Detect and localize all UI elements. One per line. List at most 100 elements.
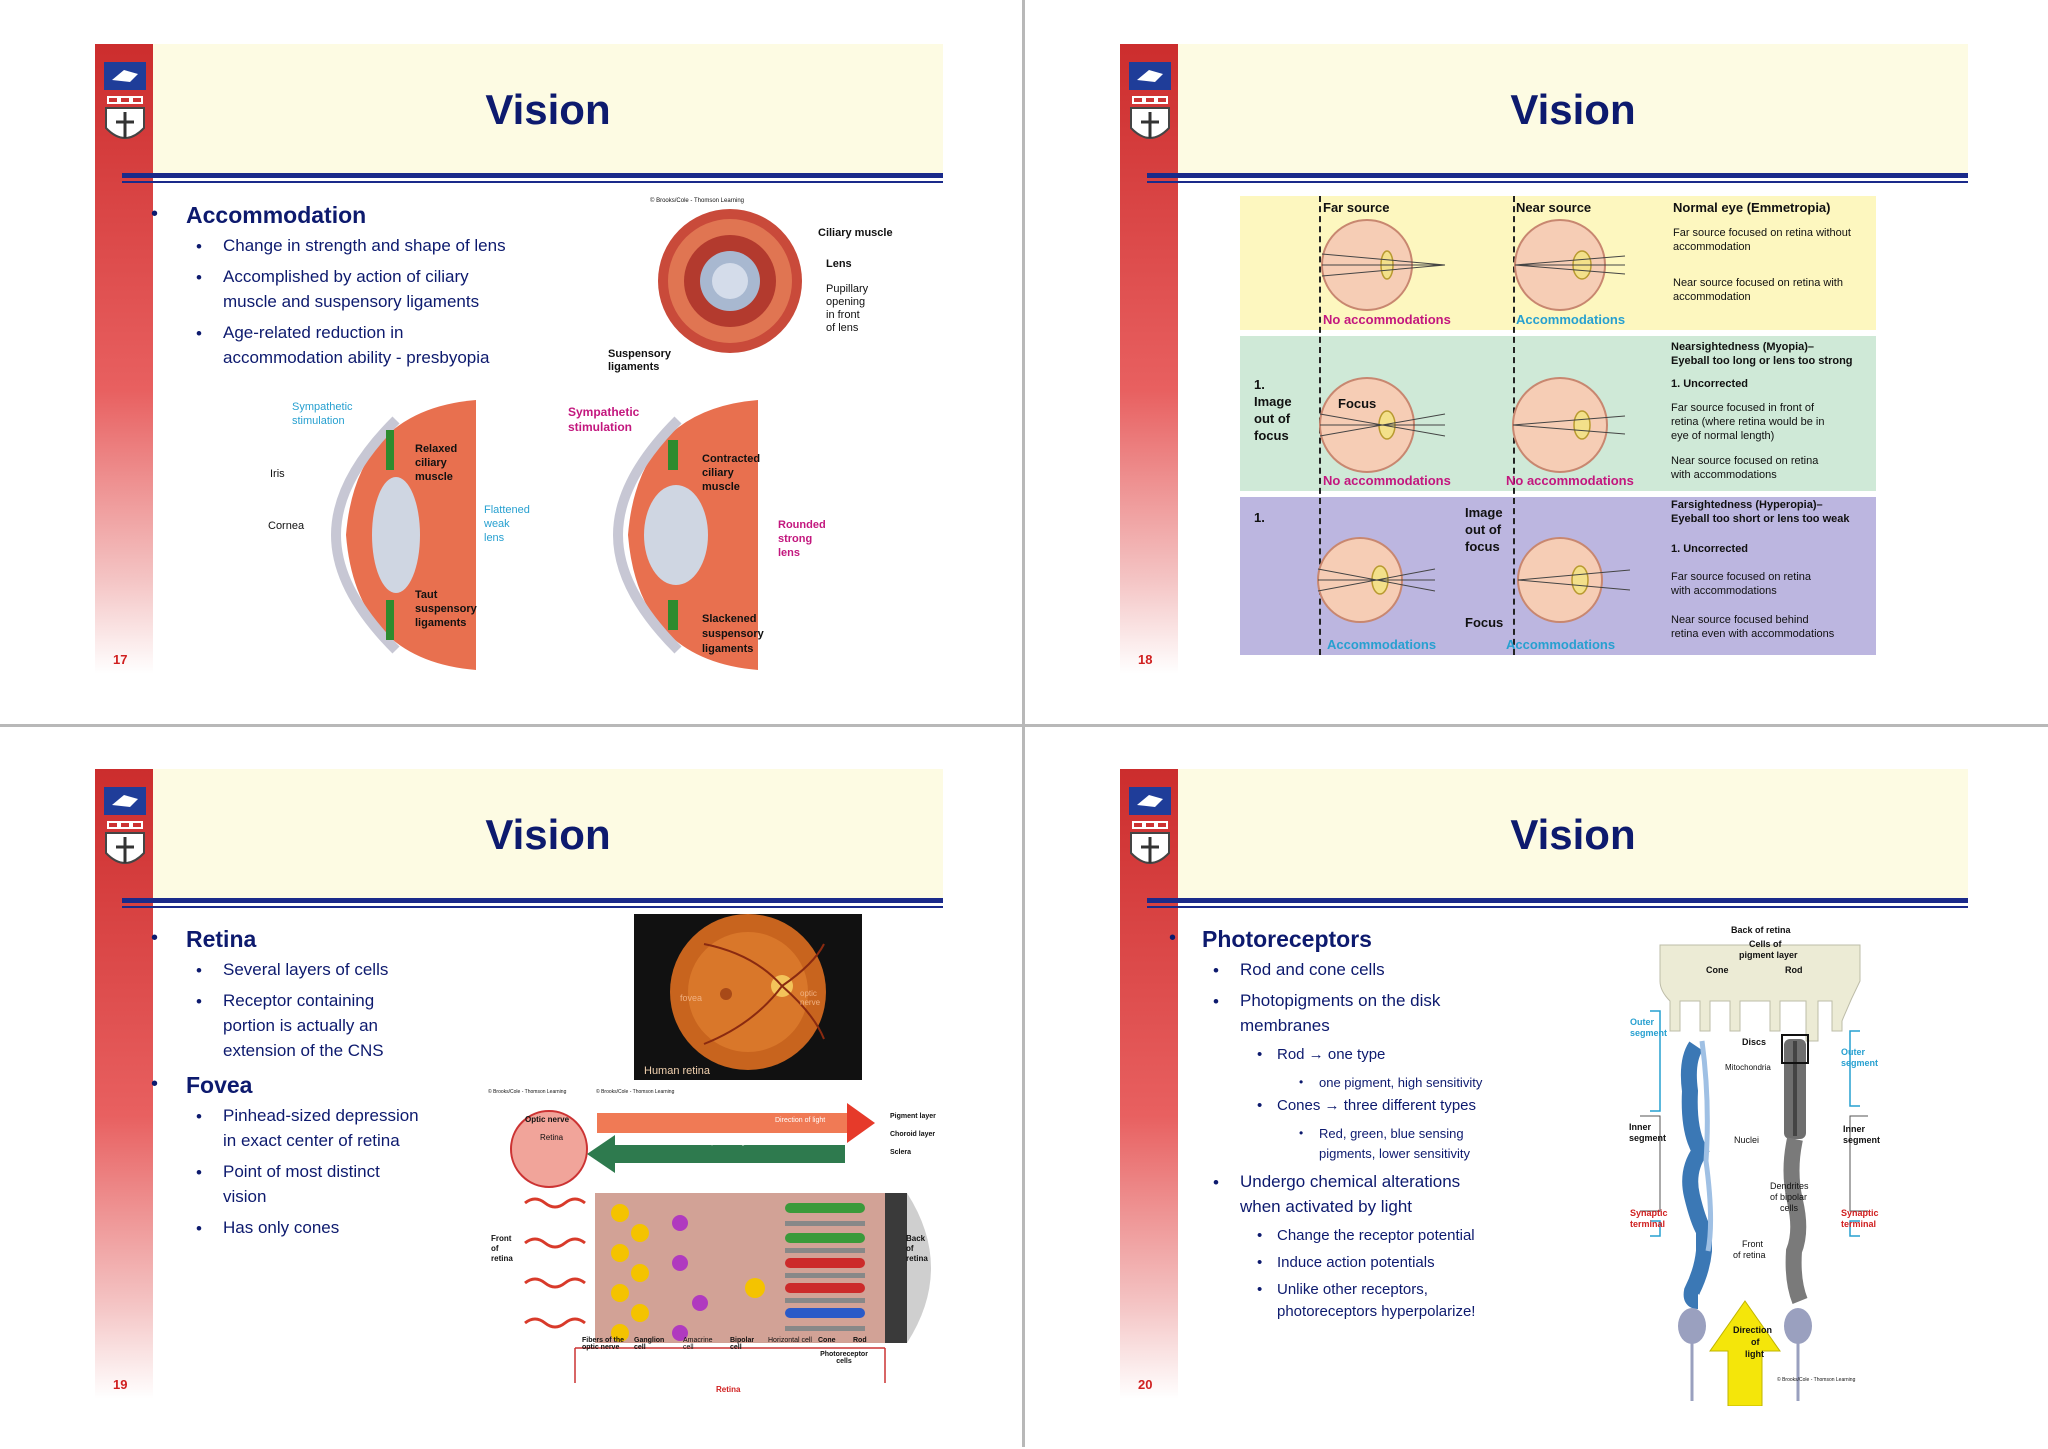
row3-text: Near source focused behind [1671, 614, 1809, 626]
sub-bullet: Rod and cone cells [1240, 960, 1385, 979]
header-rule-thin [122, 181, 943, 183]
university-logo [104, 787, 146, 864]
label-slackened: ligaments [702, 643, 754, 655]
figure-credit: © Brooks/Cole - Thomson Learning [596, 1089, 675, 1095]
university-logo [104, 62, 146, 139]
bullet-dot: • [151, 927, 159, 949]
slide-number: 19 [113, 1377, 128, 1392]
side-bar [1120, 44, 1178, 674]
eye-contracted-diagram [612, 400, 758, 670]
label-optic: optic [800, 989, 817, 998]
label-cell: Cone [818, 1337, 836, 1344]
sub-bullet-cont: portion is actually an [223, 1016, 378, 1035]
label-front-retina: Front [491, 1234, 512, 1243]
slide-19[interactable]: Vision 19 • Retina • Several layers of c… [0, 725, 1022, 1449]
sub-bullet: Has only cones [223, 1218, 340, 1237]
label-lens: Lens [826, 258, 852, 270]
sub-bullet-dot: • [1257, 1097, 1263, 1114]
row3-text: retina even with accommodations [1671, 628, 1835, 640]
slide-20[interactable]: Vision 20 • Photoreceptors • Rod and con… [1025, 725, 2047, 1449]
col-far-source: Far source [1323, 200, 1390, 215]
label-photoreceptor-cells: Photoreceptor cells [820, 1351, 868, 1365]
retina-layers-diagram [510, 1103, 931, 1383]
slide-17[interactable]: Vision 17 • Accommodation • Change in st… [0, 0, 1022, 724]
header-band [1178, 44, 1968, 174]
photoreceptor-diagram [1640, 944, 1868, 1406]
label-direction-of-light: of [1751, 1337, 1760, 1347]
label-pupil: Pupillary [826, 283, 869, 295]
row3-num: 1. [1254, 510, 1265, 525]
row2-side: Image [1254, 394, 1292, 409]
label-cell: Amacrine cell [683, 1337, 713, 1351]
row2-text: with accommodations [1671, 469, 1777, 481]
photo-caption: Human retina [644, 1065, 711, 1077]
sub-sub-bullet: Cones → three different types [1277, 1097, 1476, 1114]
label-front-of-retina: Front [1742, 1239, 1764, 1249]
slide-title: Vision [485, 811, 611, 858]
label-inner-segment: Inner [1843, 1124, 1866, 1134]
label-fovea: fovea [680, 993, 703, 1003]
label-back-retina: retina [906, 1254, 928, 1263]
row2-text: Near source focused on retina [1671, 455, 1819, 467]
label-synaptic-terminal: Synaptic [1841, 1208, 1879, 1218]
row1-text: accommodation [1673, 241, 1751, 253]
sub-bullet-dot: • [196, 237, 202, 256]
slide-18[interactable]: Vision 18 Far source Near source No acco… [1025, 0, 2047, 724]
label-rod: Rod [1785, 965, 1803, 975]
sub-bullet: Accomplished by action of ciliary [223, 267, 469, 286]
label-direction-of-light: Direction [1733, 1325, 1773, 1335]
sub-bullet: Several layers of cells [223, 960, 389, 979]
label-ciliary-muscle: Ciliary muscle [818, 227, 893, 239]
sub-bullet: Point of most distinct [223, 1162, 380, 1181]
sub-bullet-cont: accommodation ability - presbyopia [223, 348, 490, 367]
slide-number: 17 [113, 652, 128, 667]
row3-mid: Image [1465, 505, 1503, 520]
sub-sub-bullet: Rod → one type [1277, 1046, 1386, 1063]
header-band [153, 769, 943, 899]
row2-text: eye of normal length) [1671, 430, 1775, 442]
eye-front-view-diagram [658, 209, 802, 353]
header-rule-thin [1147, 181, 1968, 183]
row2-side: out of [1254, 411, 1291, 426]
side-bar [1120, 769, 1178, 1399]
label-cell: Horizontal cell [768, 1337, 812, 1344]
sub-bullet-dot: • [196, 324, 202, 343]
slide-divider-horizontal [0, 724, 2048, 727]
row2-heading: Nearsightedness (Myopia)– [1671, 341, 1815, 353]
figure-credit: © Brooks/Cole - Thomson Learning [488, 1089, 567, 1095]
label-optic: nerve [800, 998, 821, 1007]
label-rounded: lens [778, 547, 801, 559]
sub-sub-bullet-cont: photoreceptors hyperpolarize! [1277, 1303, 1476, 1320]
header-band [153, 44, 943, 174]
label-cell: Ganglion cell [634, 1337, 665, 1351]
tag-accommodations: Accommodations [1506, 637, 1616, 652]
label-taut: Taut [415, 589, 438, 601]
sub-bullet-cont: membranes [1240, 1016, 1330, 1035]
label-cell: Bipolar cell [730, 1337, 755, 1351]
label-taut: ligaments [415, 617, 467, 629]
sub-bullet-dot: • [196, 992, 202, 1011]
side-bar [95, 44, 153, 674]
slide-title: Vision [1510, 86, 1636, 133]
tag-accommodations: Accommodations [1327, 637, 1437, 652]
sub-bullet-dot: • [196, 961, 202, 980]
sub-sub-bullet: Induce action potentials [1277, 1254, 1435, 1271]
tag-accommodations: Accommodations [1516, 312, 1626, 327]
sub-bullet-cont: in exact center of retina [223, 1131, 400, 1150]
label-sympathetic: stimulation [292, 415, 345, 427]
label-relaxed: ciliary [415, 457, 447, 469]
bullet-dot: • [1169, 927, 1177, 949]
row3-text: Far source focused on retina [1671, 571, 1812, 583]
row1-text: accommodation [1673, 291, 1751, 303]
row1-text: Far source focused on retina without [1673, 227, 1851, 239]
sub-bullet-cont: vision [223, 1187, 267, 1206]
label-inner-segment: Inner [1629, 1122, 1652, 1132]
label-synaptic-terminal: Synaptic [1630, 1208, 1668, 1218]
row2-heading: Eyeball too long or lens too strong [1671, 355, 1853, 367]
sub-bullet: Receptor containing [223, 991, 375, 1010]
detail: one pigment, high sensitivity [1319, 1075, 1483, 1090]
sub-bullet: Pinhead-sized depression [223, 1106, 419, 1125]
label-discs: Discs [1742, 1037, 1767, 1047]
label-cell: Fibers of the optic nerve [582, 1337, 625, 1351]
label-rounded: Rounded [778, 519, 826, 531]
